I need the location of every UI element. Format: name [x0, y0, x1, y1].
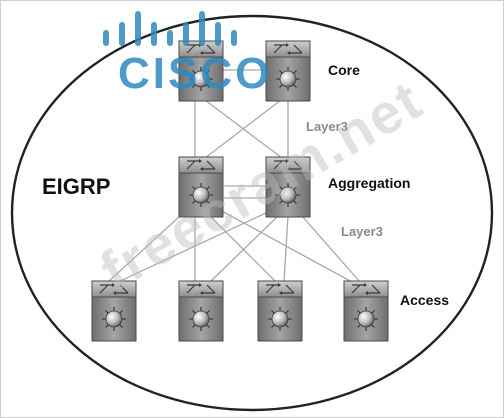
- access-switch-2-icon: [178, 280, 224, 342]
- protocol-label: EIGRP: [42, 174, 110, 199]
- link-agg1-acc1: [107, 215, 181, 283]
- eigrp-domain-boundary: [10, 14, 494, 412]
- link-agg2-acc2: [209, 215, 279, 283]
- core-switch-2-icon: [265, 40, 311, 102]
- link-agg2-acc4: [301, 215, 361, 283]
- link-agg2-acc1: [117, 211, 269, 283]
- cisco-logo-wordmark: CISCO: [118, 49, 272, 98]
- tier-label-aggregation: Aggregation: [328, 175, 410, 191]
- access-switch-4-icon: [343, 280, 389, 342]
- tier-label-core: Core: [328, 62, 360, 78]
- cisco-logo: CISCO: [103, 11, 272, 98]
- link-agg2-acc3: [283, 215, 289, 283]
- links-group: [107, 69, 361, 283]
- link-label-core-aggregation: Layer3: [306, 119, 348, 134]
- tier-label-access: Access: [400, 292, 449, 308]
- cisco-logo-bars-icon: [103, 11, 237, 46]
- access-switch-3-icon: [257, 280, 303, 342]
- link-label-aggregation-access: Layer3: [341, 224, 383, 239]
- link-agg1-acc3: [209, 215, 277, 283]
- link-core2-agg1: [204, 99, 282, 159]
